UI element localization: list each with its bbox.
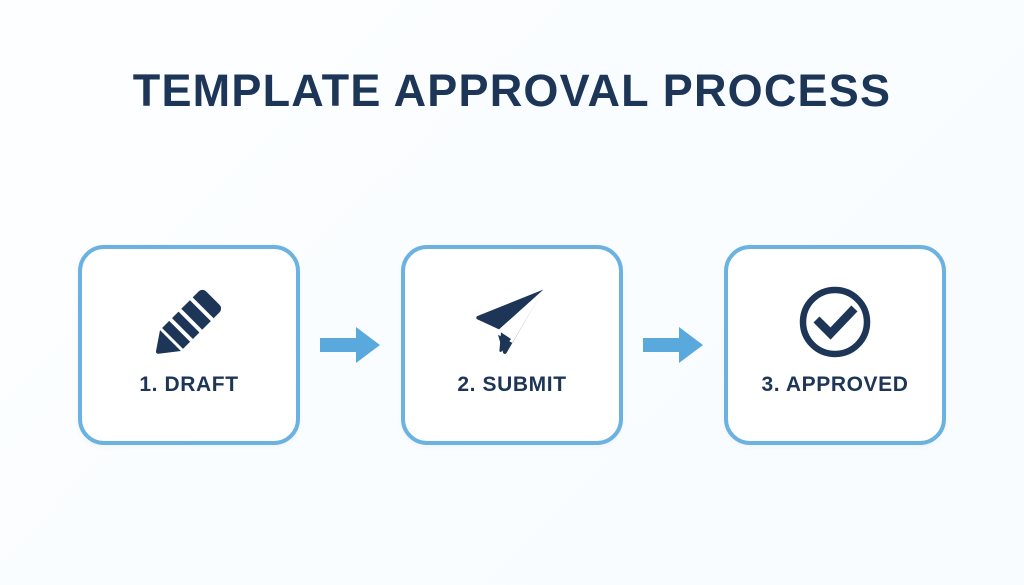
paper-plane-icon xyxy=(471,281,553,363)
page-title: TEMPLATE APPROVAL PROCESS xyxy=(132,65,892,116)
check-circle-icon xyxy=(794,281,876,363)
pencil-icon xyxy=(148,281,230,363)
step-label-draft: 1. DRAFT xyxy=(139,373,239,396)
step-card-approved[interactable]: 3. APPROVED xyxy=(724,245,946,445)
step-card-submit[interactable]: 2. SUBMIT xyxy=(401,245,623,445)
step-label-submit: 2. SUBMIT xyxy=(457,373,567,396)
arrow-right-icon xyxy=(319,325,382,365)
step-card-draft[interactable]: 1. DRAFT xyxy=(78,245,300,445)
arrow-right-icon xyxy=(642,325,705,365)
step-label-approved: 3. APPROVED xyxy=(761,373,909,396)
process-flow: 1. DRAFT xyxy=(78,245,946,445)
